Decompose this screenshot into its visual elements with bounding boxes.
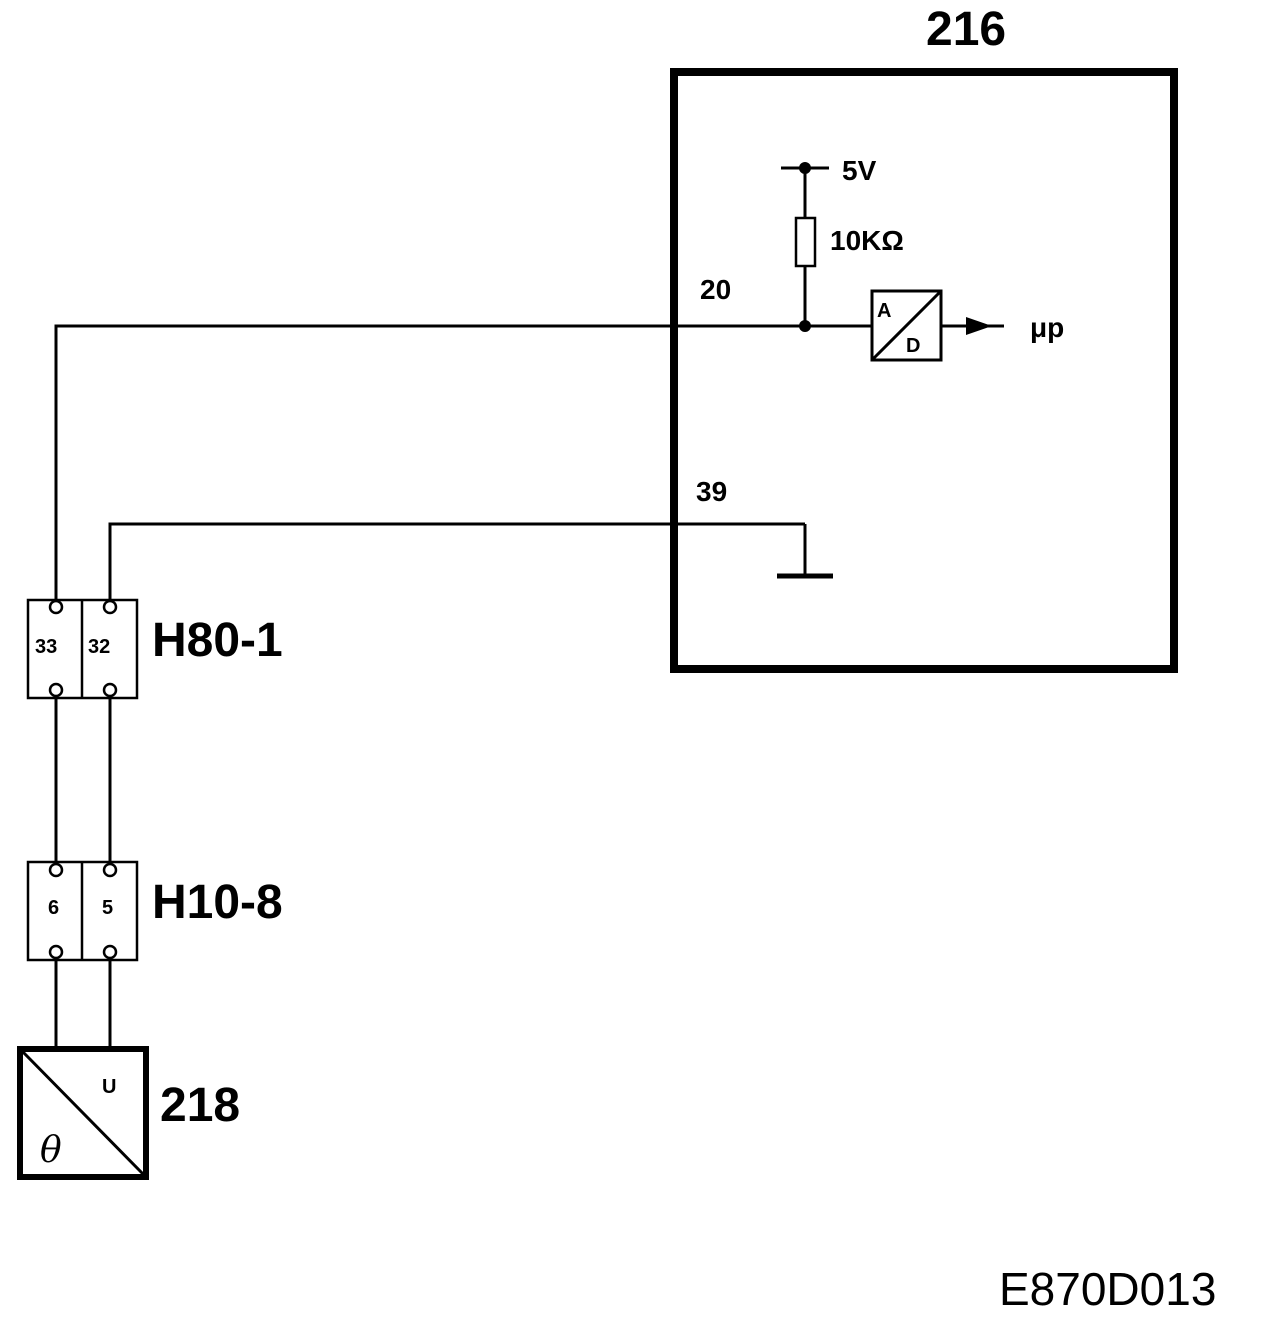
pin-39-label: 39: [696, 476, 727, 507]
ecu-box: [670, 68, 1178, 673]
ad-input-label: A: [877, 300, 891, 322]
connector-h10-8-label: H10-8: [152, 876, 283, 929]
supply-voltage-label: 5V: [842, 155, 877, 186]
pin-33-top-icon: [48, 599, 64, 615]
temperature-sensor: U θ 218: [17, 1046, 240, 1180]
sensor-diagonal: [20, 1049, 146, 1177]
pin-33-bottom-icon: [48, 682, 64, 698]
sensor-box: [17, 1046, 149, 1180]
ecu-module: 216 5V 10KΩ 20 A D μp 39: [670, 3, 1178, 673]
sensor-input-symbol: θ: [40, 1130, 62, 1171]
output-arrow-icon: [966, 317, 992, 335]
connector-h10-8: 6 5 H10-8: [26, 860, 283, 962]
sensor-label: 218: [160, 1079, 240, 1132]
resistor-value-label: 10KΩ: [830, 225, 904, 256]
pin-6-bottom-icon: [48, 944, 64, 960]
pin-33-label: 33: [35, 636, 57, 658]
pin-6-label: 6: [48, 897, 59, 919]
pin-5-top-icon: [102, 862, 118, 878]
pin-32-label: 32: [88, 636, 110, 658]
sensor-output-symbol: U: [102, 1076, 116, 1098]
ecu-label: 216: [926, 3, 1006, 56]
reference-code: E870D013: [999, 1263, 1216, 1315]
pin-5-bottom-icon: [102, 944, 118, 960]
pin-5-label: 5: [102, 897, 113, 919]
signal-wire: [54, 324, 805, 600]
microprocessor-label: μp: [1030, 312, 1064, 343]
pin-32-top-icon: [102, 599, 118, 615]
ad-converter-diagonal: [870, 289, 943, 362]
pin-20-label: 20: [700, 274, 731, 305]
pullup-resistor: [794, 216, 817, 268]
ground-wire: [108, 522, 805, 600]
pin-32-bottom-icon: [102, 682, 118, 698]
ad-output-label: D: [906, 335, 920, 357]
connector-h80-1: 33 32 H80-1: [26, 598, 283, 700]
connector-h80-1-label: H80-1: [152, 614, 283, 667]
pin-6-top-icon: [48, 862, 64, 878]
